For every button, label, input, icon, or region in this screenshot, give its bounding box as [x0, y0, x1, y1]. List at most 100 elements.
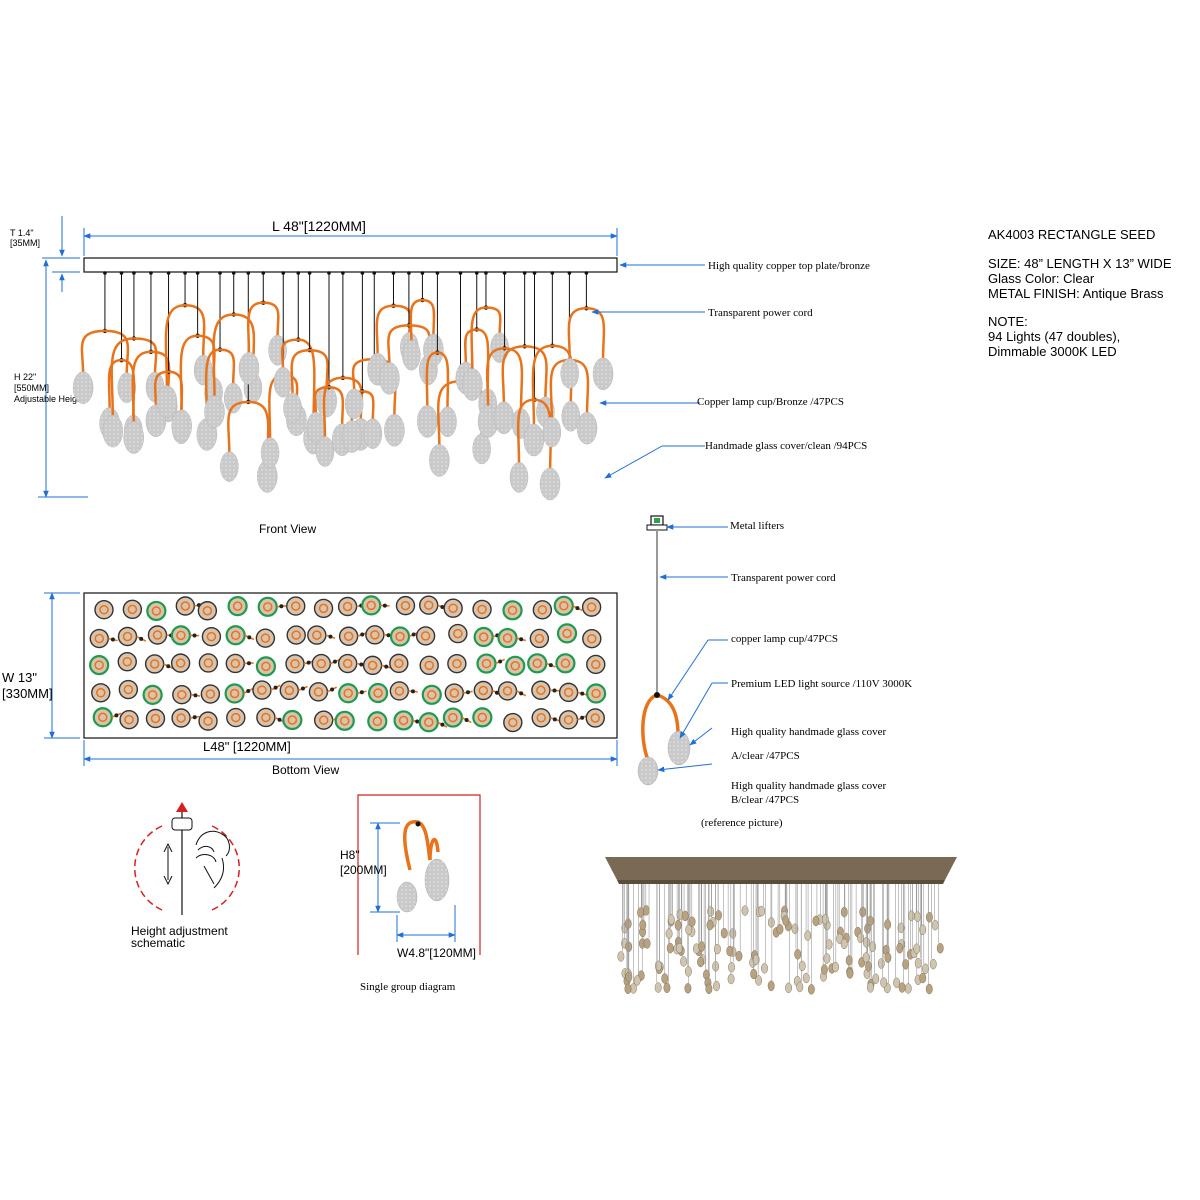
photo-glass [898, 982, 906, 993]
copper-arm [164, 303, 186, 388]
cord-anchor [391, 271, 396, 275]
copper-arm [227, 400, 249, 453]
ring-bulb [343, 688, 353, 698]
ring-marker [419, 655, 439, 676]
copper-arm [549, 358, 570, 419]
ring-link-node [246, 661, 251, 666]
ring-link-node [465, 690, 470, 695]
glass-cover [539, 467, 561, 501]
photo-glass [633, 975, 641, 986]
photo-glass [904, 983, 912, 994]
ring-link-node [519, 637, 524, 642]
ring-bulb [94, 633, 105, 644]
ring-marker [92, 707, 113, 728]
ring-bulb [262, 602, 273, 612]
ring-bulb [448, 603, 458, 613]
photo-glass [919, 924, 927, 935]
ring-bulb [395, 631, 405, 642]
ring-bulb [287, 715, 298, 725]
glass-cover [315, 436, 335, 467]
ring-marker [361, 595, 382, 616]
ring-link-node [386, 633, 391, 638]
photo-glass [727, 973, 735, 985]
photo-glass [767, 980, 775, 992]
ring-bulb [342, 601, 353, 612]
glass-cover [462, 368, 483, 401]
ring-marker [472, 599, 492, 620]
ring-bulb [123, 684, 134, 695]
photo-glass [880, 977, 888, 988]
photo-glass [925, 983, 933, 995]
cord-anchor [261, 271, 266, 275]
photo-glass [728, 962, 735, 973]
ring-link-node [247, 635, 252, 640]
photo-glass [807, 984, 815, 995]
ring-marker [118, 679, 139, 700]
cord-anchor [567, 271, 572, 275]
group-glass-b [424, 858, 450, 902]
red-frame [357, 794, 481, 955]
ring-bulb [367, 660, 378, 671]
ring-link-node [552, 688, 557, 693]
ring-marker [527, 653, 548, 674]
cord-anchor [502, 271, 507, 275]
photo-glass [726, 945, 734, 957]
ring-link-node [359, 662, 364, 667]
group-glass-a [396, 881, 418, 913]
ring-link-node [246, 689, 251, 694]
callout-glass-b-2: B/clear /47PCS [731, 794, 799, 806]
height-adjust-label-2: schematic [131, 936, 185, 950]
ring-bulb [339, 716, 350, 726]
ring-marker [198, 711, 218, 731]
front-pendant-cluster [72, 271, 614, 501]
photo-glass [637, 907, 645, 918]
copper-arm [422, 298, 436, 337]
ring-link-node [440, 604, 445, 609]
photo-glass [617, 951, 625, 962]
photo-glass [804, 930, 812, 941]
ring-marker [175, 596, 196, 616]
cord-anchor [132, 271, 136, 275]
copper-arm [409, 298, 423, 342]
ring-bulb [343, 631, 354, 641]
photo-glass [661, 973, 669, 984]
ring-marker [142, 684, 163, 705]
hand-icon [195, 830, 230, 889]
glass-cover [429, 444, 450, 477]
ring-marker [421, 684, 442, 705]
ring-link-node [360, 632, 365, 637]
ring-marker [225, 653, 246, 674]
ring-marker [473, 626, 494, 648]
height-label-3: Adjustable Height [14, 394, 85, 404]
ring-bulb [149, 659, 160, 669]
ring-bulb [394, 658, 404, 669]
ring-marker [279, 680, 299, 701]
glass-cover [592, 357, 614, 391]
reference-caption: (reference picture) [701, 817, 783, 829]
ring-bulb [373, 688, 383, 698]
ring-bulb [150, 713, 161, 724]
single-group-caption: Single group diagram [360, 981, 456, 993]
glass-cover [220, 451, 239, 482]
copper-arm [322, 376, 343, 438]
glass-cover [123, 421, 144, 454]
ring-link-node [193, 693, 198, 698]
glass-cover [341, 420, 363, 453]
copper-arm [516, 398, 535, 464]
ring-bulb [229, 688, 240, 699]
cord-anchor [296, 271, 301, 275]
spec-finish: METAL FINISH: Antique Brass [988, 286, 1164, 301]
ring-bulb [424, 660, 434, 671]
glass-cover [438, 406, 457, 438]
width-label-2: [330MM] [2, 686, 53, 701]
photo-glass [767, 917, 775, 928]
photo-glass [796, 981, 804, 993]
photo-glass [720, 927, 728, 939]
copper-arm [464, 328, 477, 365]
ring-marker [585, 683, 607, 704]
photo-glass [862, 952, 870, 963]
ring-marker [286, 596, 306, 616]
cord-anchor [420, 271, 425, 275]
ring-bulb [261, 661, 271, 672]
photo-glass [785, 982, 792, 993]
